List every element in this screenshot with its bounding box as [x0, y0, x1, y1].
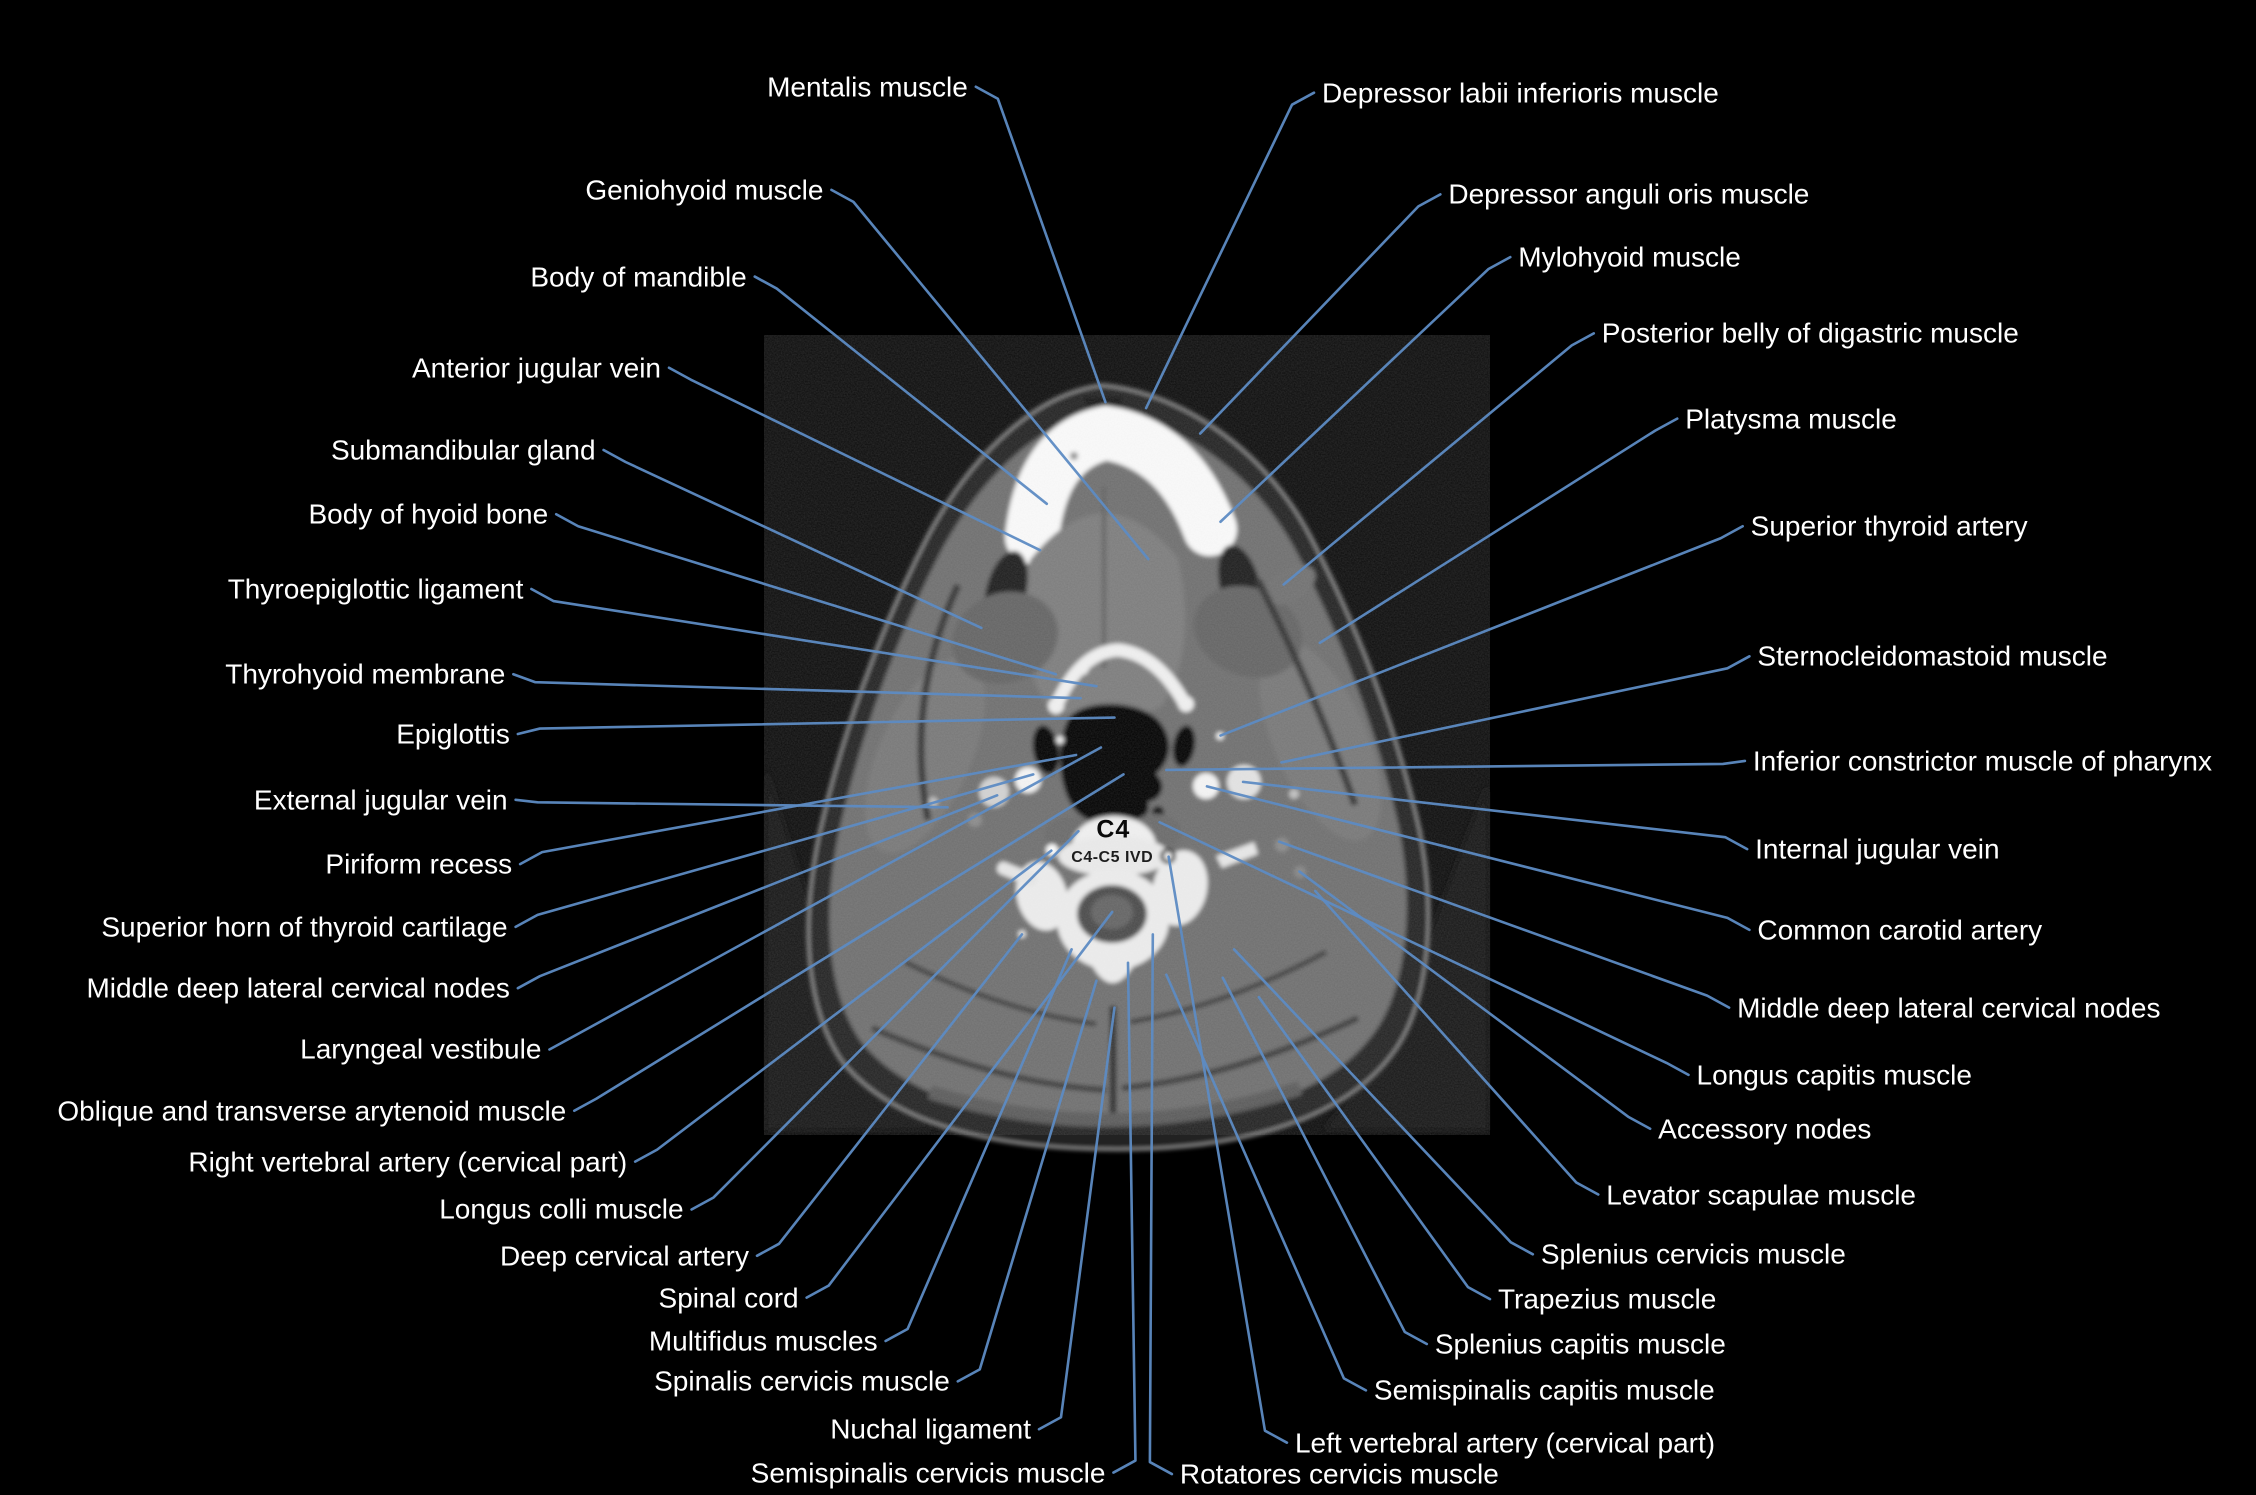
leader-line	[1277, 840, 1731, 1009]
anatomy-label: Laryngeal vestibule	[300, 1033, 542, 1065]
leader-line	[1198, 193, 1442, 435]
leader-line	[530, 587, 1098, 688]
leader-line	[1280, 655, 1751, 764]
anatomy-label: Longus capitis muscle	[1696, 1059, 1972, 1091]
anatomy-label: Epiglottis	[396, 718, 510, 750]
anatomy-label: Common carotid artery	[1757, 914, 2043, 946]
anatomy-label: Body of hyoid bone	[308, 498, 549, 530]
anatomy-label: Longus colli muscle	[439, 1193, 684, 1225]
leader-line	[514, 798, 949, 809]
anatomy-label: Semispinalis cervicis muscle	[750, 1456, 1106, 1488]
intervertebral-disc-label: C4-C5 IVD	[1071, 849, 1154, 867]
anatomy-label: Spinal cord	[658, 1281, 799, 1313]
leader-line	[1232, 948, 1535, 1256]
anatomy-label: Middle deep lateral cervical nodes	[86, 972, 510, 1004]
anatomy-label: Semispinalis capitis muscle	[1373, 1374, 1715, 1406]
leader-line	[514, 773, 1035, 929]
anatomy-label: Right vertebral artery (cervical part)	[188, 1145, 628, 1177]
leader-line	[667, 366, 1042, 552]
leader-line	[516, 716, 1116, 736]
leader-line	[1221, 976, 1429, 1346]
leader-line	[805, 910, 1114, 1299]
leader-line	[1313, 889, 1600, 1196]
anatomy-label: Superior horn of thyroid cartilage	[101, 911, 508, 943]
leader-line	[1165, 759, 1747, 772]
anatomy-label: Inferior constrictor muscle of pharynx	[1752, 745, 2212, 777]
leader-lines	[512, 85, 1751, 1476]
leader-line	[1205, 785, 1751, 932]
leader-line	[755, 933, 1024, 1258]
anatomy-label: Geniohyoid muscle	[585, 174, 824, 206]
leader-line	[1298, 870, 1652, 1131]
leader-line	[516, 794, 999, 990]
anatomy-label: Multifidus muscles	[648, 1325, 878, 1357]
leader-line	[1241, 780, 1749, 851]
leader-line	[1165, 973, 1368, 1392]
anatomy-label: Body of mandible	[530, 260, 747, 292]
leader-line	[1282, 332, 1596, 586]
leader-line	[554, 512, 1058, 676]
anatomy-label: Internal jugular vein	[1755, 833, 2000, 865]
anatomy-label: Depressor labii inferioris muscle	[1322, 77, 1719, 109]
leader-line	[1219, 524, 1744, 737]
anatomy-label: Piriform recess	[325, 848, 513, 880]
anatomy-label: Mylohyoid muscle	[1518, 241, 1741, 273]
anatomy-label: Rotatores cervicis muscle	[1179, 1458, 1499, 1490]
anatomy-label: Superior thyroid artery	[1750, 510, 2028, 542]
anatomy-label: Posterior belly of digastric muscle	[1601, 317, 2019, 349]
anatomy-label: Platysma muscle	[1685, 402, 1897, 434]
leader-line	[1144, 91, 1316, 410]
leader-line	[633, 849, 1053, 1163]
leader-line	[830, 188, 1150, 561]
anatomy-label: Mentalis muscle	[767, 71, 968, 103]
leader-line	[1037, 1006, 1116, 1431]
anatomy-label: Deep cervical artery	[500, 1240, 749, 1272]
anatomy-label: Accessory nodes	[1658, 1113, 1872, 1145]
leader-line	[884, 948, 1073, 1343]
anatomy-label: External jugular vein	[253, 784, 508, 816]
leader-line	[512, 672, 1082, 700]
anatomy-label: Thyroepiglottic ligament	[227, 573, 524, 605]
vertebra-level-label: C4	[1096, 815, 1131, 844]
leader-line	[1158, 820, 1690, 1077]
anatomy-label: Anterior jugular vein	[411, 352, 661, 384]
leader-line	[1167, 855, 1289, 1444]
anatomy-label: Splenius capitis muscle	[1434, 1328, 1726, 1360]
anatomy-label: Thyrohyoid membrane	[225, 658, 506, 690]
leader-line	[974, 85, 1107, 404]
leader-line	[602, 448, 983, 630]
leader-line	[1318, 417, 1679, 645]
leader-line	[1219, 255, 1512, 524]
ct-noise-overlay	[764, 335, 1490, 1135]
leader-line	[548, 746, 1103, 1051]
leader-line	[753, 275, 1049, 506]
anatomy-label: Submandibular gland	[330, 434, 596, 466]
leader-line	[690, 829, 1080, 1211]
anatomy-label: Splenius cervicis muscle	[1540, 1238, 1846, 1270]
leader-line	[1112, 961, 1137, 1474]
anatomy-label: Middle deep lateral cervical nodes	[1737, 991, 2161, 1023]
anatomy-label: Sternocleidomastoid muscle	[1757, 640, 2108, 672]
leader-line	[518, 753, 1078, 866]
anatomy-label: Trapezius muscle	[1497, 1283, 1717, 1315]
anatomy-label: Left vertebral artery (cervical part)	[1294, 1426, 1716, 1458]
anatomy-label: Depressor anguli oris muscle	[1448, 178, 1810, 210]
leader-line	[572, 773, 1125, 1113]
anatomy-label: Nuchal ligament	[830, 1413, 1031, 1445]
leader-line	[1148, 933, 1174, 1476]
leader-line	[956, 979, 1098, 1383]
anatomy-label: Levator scapulae muscle	[1606, 1178, 1916, 1210]
leader-line	[1257, 995, 1492, 1301]
anatomy-label: Oblique and transverse arytenoid muscle	[57, 1095, 567, 1127]
anatomy-label: Spinalis cervicis muscle	[654, 1365, 950, 1397]
